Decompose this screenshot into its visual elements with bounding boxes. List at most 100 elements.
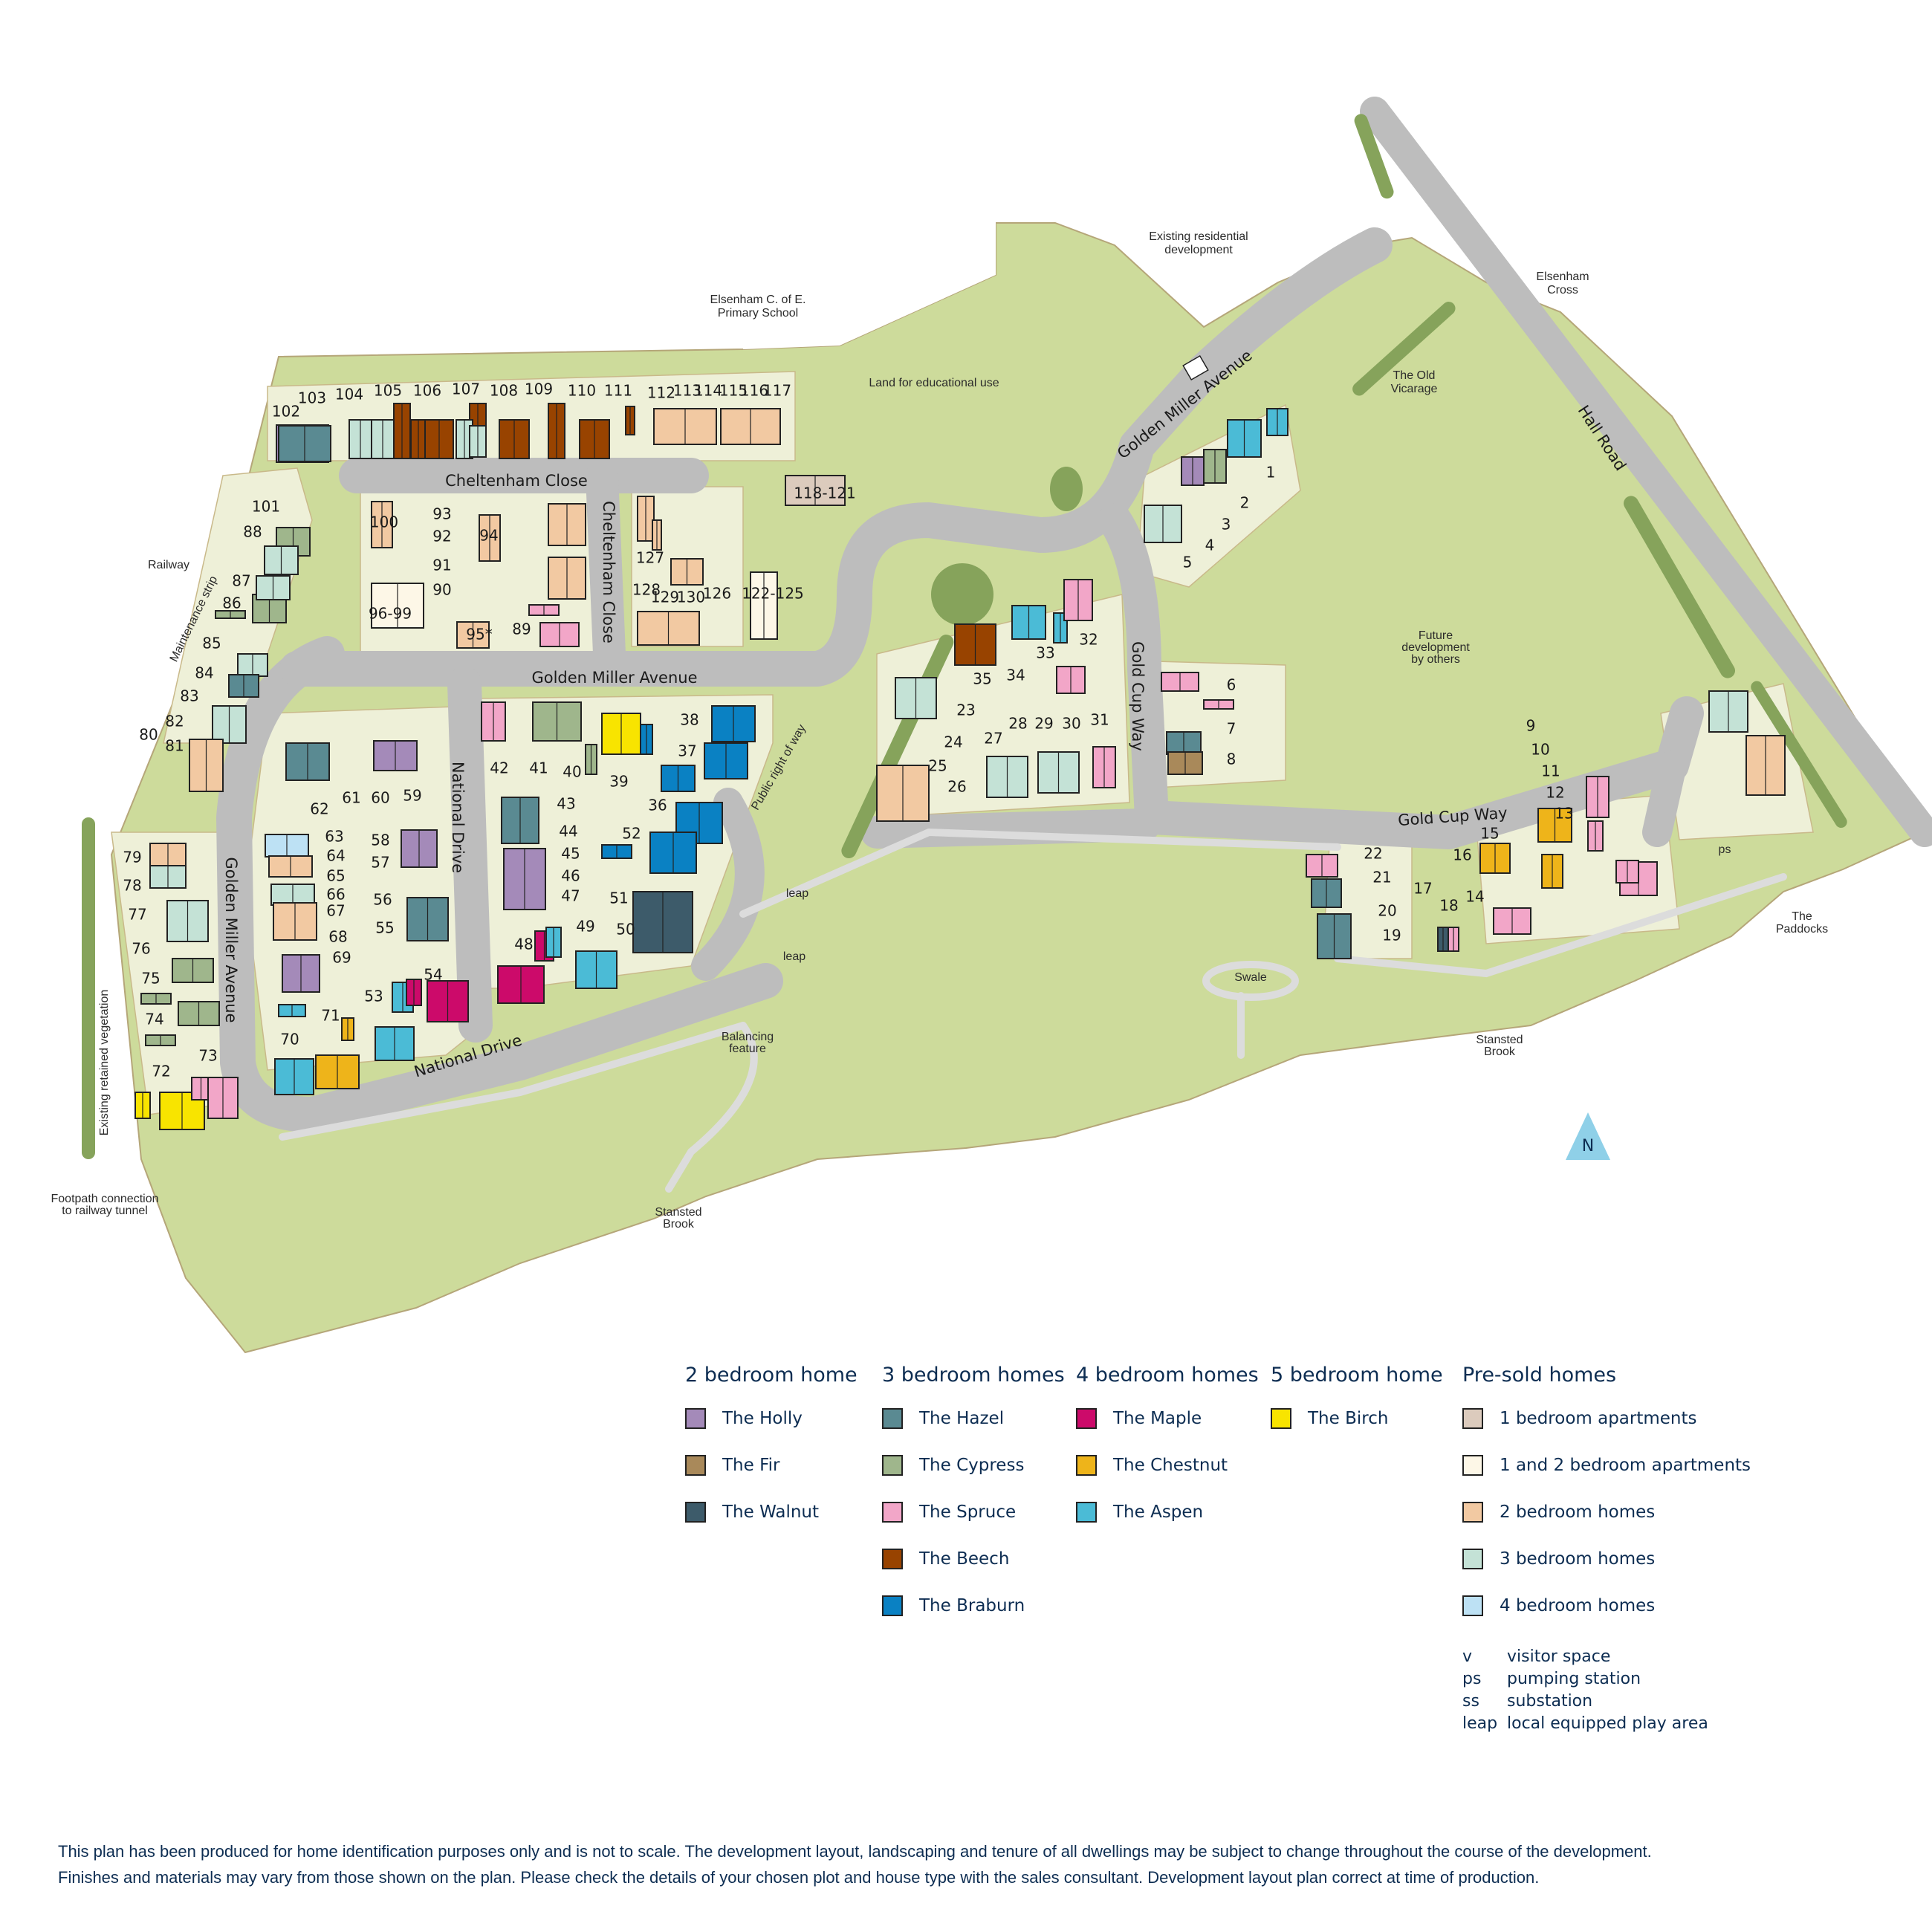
plot-number[interactable]: 104 [335, 386, 363, 403]
plot-number[interactable]: 45 [561, 845, 580, 863]
plot-number[interactable]: 70 [280, 1031, 299, 1048]
plot-number[interactable]: 51 [609, 889, 628, 907]
plot-number[interactable]: 64 [326, 847, 345, 865]
plot-number[interactable]: 47 [561, 887, 580, 905]
plot-number[interactable]: 103 [298, 389, 326, 407]
plot-number[interactable]: 102 [272, 403, 300, 421]
plot-number[interactable]: 87 [232, 572, 250, 590]
plot-number[interactable]: 67 [326, 902, 345, 920]
plot-number[interactable]: 60 [371, 789, 389, 807]
plot-number[interactable]: 9 [1526, 717, 1536, 735]
plot-number[interactable]: 15 [1480, 825, 1499, 843]
plot-number[interactable]: 76 [132, 940, 150, 958]
plot-number[interactable]: 28 [1008, 715, 1027, 733]
plot-number[interactable]: 130 [677, 589, 705, 606]
plot-number[interactable]: 48 [514, 936, 533, 953]
plot-number[interactable]: 29 [1034, 715, 1053, 733]
plot-number[interactable]: 63 [325, 828, 343, 846]
plot-number[interactable]: 122-125 [742, 585, 804, 603]
plot-number[interactable]: 32 [1079, 631, 1098, 649]
plot-number[interactable]: 55 [375, 919, 394, 937]
plot-number[interactable]: 43 [557, 795, 575, 813]
plot-number[interactable]: 78 [123, 877, 141, 895]
plot-number[interactable]: 54 [424, 966, 442, 984]
plot-number[interactable]: 128 [632, 581, 661, 599]
plot-number[interactable]: 10 [1531, 741, 1549, 759]
plot-number[interactable]: 24 [944, 733, 962, 751]
plot-number[interactable]: 57 [371, 854, 389, 872]
plot-number[interactable]: 19 [1382, 927, 1401, 944]
plot-number[interactable]: 30 [1062, 715, 1080, 733]
plot-number[interactable]: 82 [165, 713, 184, 730]
plot-number[interactable]: 12 [1546, 784, 1564, 802]
plot-number[interactable]: 23 [956, 701, 975, 719]
plot-number[interactable]: 13 [1555, 805, 1573, 823]
plot-number[interactable]: 111 [604, 382, 632, 400]
plot-number[interactable]: 65 [326, 867, 345, 885]
plot-number[interactable]: 27 [984, 730, 1002, 748]
plot-number[interactable]: 100 [370, 513, 398, 531]
plot-number[interactable]: 40 [563, 763, 581, 781]
plot-number[interactable]: 93 [432, 505, 451, 523]
plot-number[interactable]: 53 [364, 988, 383, 1005]
plot-number[interactable]: 72 [152, 1063, 170, 1080]
plot-number[interactable]: 56 [373, 891, 392, 909]
plot-number[interactable]: 89 [512, 620, 531, 638]
plot-number[interactable]: 129 [651, 589, 679, 606]
plot-number[interactable]: 110 [568, 382, 596, 400]
plot-number[interactable]: 35 [973, 670, 991, 688]
plot-number[interactable]: 107 [452, 380, 480, 398]
plot-number[interactable]: 84 [195, 664, 213, 682]
plot-number[interactable]: 117 [763, 382, 791, 400]
plot-number[interactable]: 49 [576, 918, 594, 936]
plot-number[interactable]: 1 [1266, 464, 1276, 482]
plot-number[interactable]: 88 [243, 523, 262, 541]
plot-number[interactable]: 11 [1541, 762, 1560, 780]
plot-number[interactable]: 31 [1090, 711, 1109, 729]
plot-number[interactable]: 8 [1227, 751, 1236, 768]
plot-number[interactable]: 126 [703, 585, 731, 603]
plot-number[interactable]: 2 [1240, 494, 1250, 512]
plot-number[interactable]: 92 [432, 528, 451, 545]
plot-number[interactable]: 86 [222, 594, 241, 612]
plot-number[interactable]: 50 [616, 921, 635, 939]
plot-number[interactable]: 106 [413, 382, 441, 400]
plot-number[interactable]: 85 [202, 635, 221, 652]
plot-number[interactable]: 74 [145, 1011, 163, 1028]
plot-number[interactable]: 62 [310, 800, 328, 818]
plot-number[interactable]: 6 [1227, 676, 1236, 694]
plot-number[interactable]: 33 [1036, 644, 1054, 662]
plot-number[interactable]: 22 [1364, 845, 1382, 863]
plot-number[interactable]: 42 [490, 759, 508, 777]
plot-number[interactable]: 16 [1453, 846, 1471, 864]
plot-number[interactable]: 79 [123, 849, 141, 866]
plot-number[interactable]: 3 [1222, 516, 1231, 534]
plot-number[interactable]: 127 [636, 549, 664, 567]
plot-number[interactable]: 94 [479, 527, 498, 545]
plot-number[interactable]: 44 [559, 823, 577, 840]
plot-number[interactable]: 95* [466, 626, 492, 644]
plot-number[interactable]: 4 [1205, 537, 1215, 554]
plot-number[interactable]: 73 [198, 1047, 217, 1065]
plot-number[interactable]: 105 [374, 382, 402, 400]
plot-number[interactable]: 58 [371, 832, 389, 849]
plot-number[interactable]: 38 [680, 711, 698, 729]
plot-number[interactable]: 17 [1413, 880, 1432, 898]
plot-number[interactable]: 18 [1439, 897, 1458, 915]
plot-number[interactable]: 90 [432, 581, 451, 599]
plot-number[interactable]: 91 [432, 557, 451, 574]
plot-number[interactable]: 36 [648, 797, 667, 814]
plot-number[interactable]: 113 [673, 382, 701, 400]
plot-number[interactable]: 115 [719, 382, 748, 400]
plot-number[interactable]: 14 [1465, 888, 1484, 906]
plot-number[interactable]: 109 [525, 380, 553, 398]
plot-number[interactable]: 39 [609, 773, 628, 791]
plot-number[interactable]: 108 [490, 382, 518, 400]
plot-number[interactable]: 41 [529, 759, 548, 777]
plot-number[interactable]: 75 [141, 970, 160, 988]
plot-number[interactable]: 26 [947, 778, 966, 796]
plot-number[interactable]: 66 [326, 886, 345, 904]
plot-number[interactable]: 7 [1227, 720, 1236, 738]
plot-number[interactable]: 101 [252, 498, 280, 516]
plot-number[interactable]: 46 [561, 867, 580, 885]
